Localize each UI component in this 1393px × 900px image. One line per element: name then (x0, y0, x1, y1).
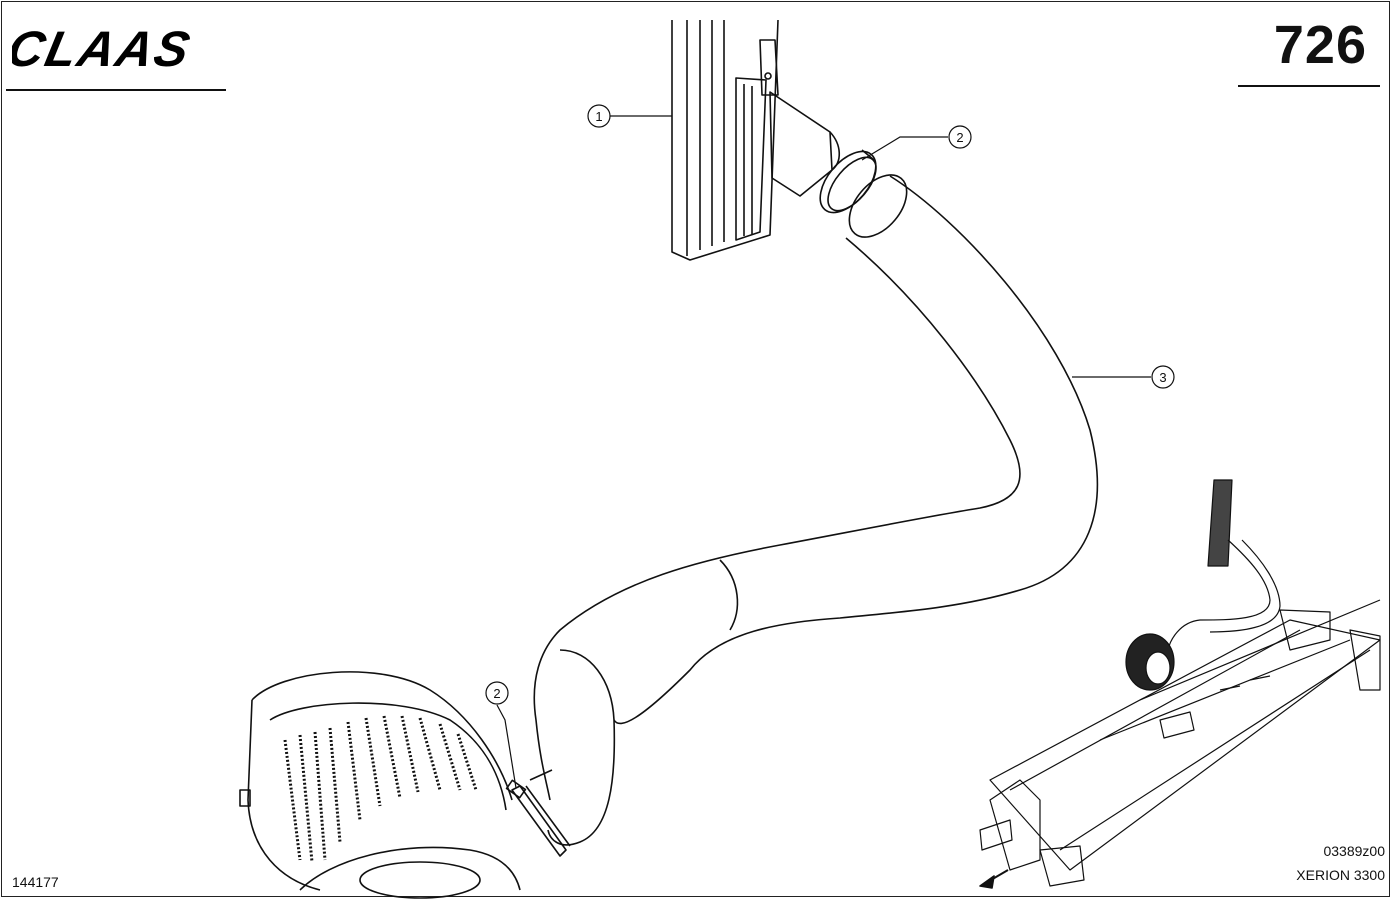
hose-clamp-bottom-part-2 (505, 779, 571, 857)
machine-model: XERION 3300 (1296, 867, 1385, 883)
logo-underline (6, 89, 226, 91)
callout-2-top-label: 2 (956, 130, 963, 145)
chassis-overview-inset (979, 479, 1381, 887)
air-hose-part-3 (529, 174, 1099, 846)
intake-duct-part-1 (671, 19, 841, 261)
page-number-underline (1238, 85, 1380, 87)
drawing-reference-code: 03389z00 (1323, 843, 1385, 859)
leader-line-2-top (861, 136, 948, 161)
callout-1-label: 1 (595, 109, 602, 124)
leader-line-2-bottom (496, 704, 517, 789)
callout-2-bottom-label: 2 (493, 686, 500, 701)
air-filter-housing (239, 671, 521, 899)
callout-2-top: 2 (948, 125, 972, 149)
page-number: 726 (1273, 15, 1367, 75)
document-code: 144177 (12, 874, 59, 890)
hose-clamp-top-part-2 (819, 149, 877, 214)
callout-2-bottom: 2 (485, 681, 509, 705)
air-filter-fins (283, 715, 478, 863)
direction-arrow (979, 869, 1009, 889)
callout-1: 1 (587, 104, 611, 128)
callout-3: 3 (1151, 365, 1175, 389)
claas-logo: CLAAS (12, 22, 196, 74)
brand-text: CLAAS (12, 22, 196, 74)
callout-3-label: 3 (1159, 370, 1166, 385)
